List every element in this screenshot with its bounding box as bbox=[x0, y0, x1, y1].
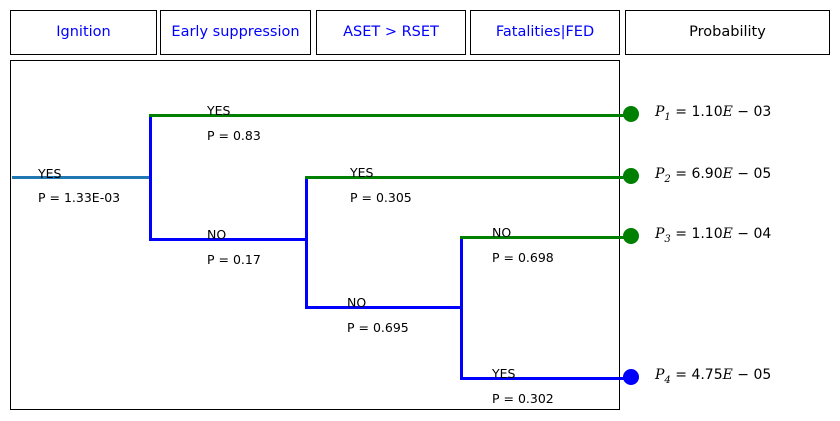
branch-line-early-suppression-no bbox=[149, 238, 305, 241]
outcome-p1-symbol: P bbox=[655, 104, 665, 121]
outcome-p3-dot bbox=[623, 228, 639, 244]
outcome-p1-label: P1 = 1.10E − 03 bbox=[655, 105, 771, 123]
outcome-p4-subscript: 4 bbox=[664, 374, 671, 386]
header-label: ASET > RSET bbox=[343, 23, 439, 40]
outcome-p1-dot bbox=[623, 106, 639, 122]
connector-aset-rset bbox=[460, 236, 463, 377]
branch-probability-aset-rset-no: P = 0.695 bbox=[347, 320, 409, 335]
outcome-p1-exponent: 03 bbox=[753, 104, 772, 121]
outcome-p2-subscript: 2 bbox=[664, 173, 671, 185]
branch-probability-early-suppression-no: P = 0.17 bbox=[207, 252, 261, 267]
header-box-3: ASET > RSET bbox=[316, 10, 466, 55]
header-label: Fatalities|FED bbox=[495, 23, 595, 40]
outcome-p1-exp-char: E bbox=[722, 104, 733, 121]
outcome-p4-exponent: 05 bbox=[753, 367, 772, 384]
branch-probability-ignition-yes: P = 1.33E-03 bbox=[38, 190, 121, 205]
header-label: Early suppression bbox=[171, 23, 300, 40]
connector-ignition bbox=[149, 114, 152, 238]
outcome-p3-mantissa: 1.10 bbox=[691, 226, 723, 243]
outcome-p2-label: P2 = 6.90E − 05 bbox=[655, 167, 771, 185]
branch-line-fatalities-no bbox=[460, 236, 631, 239]
outcome-p1-equals: = bbox=[670, 104, 692, 121]
branch-probability-fatalities-no: P = 0.698 bbox=[492, 250, 554, 265]
outcome-p1-subscript: 1 bbox=[664, 111, 671, 123]
outcome-p4-dot bbox=[623, 369, 639, 385]
outcome-p2-equals: = bbox=[670, 166, 692, 183]
outcome-p2-symbol: P bbox=[655, 166, 665, 183]
outcome-p2-exponent: 05 bbox=[753, 166, 772, 183]
branch-answer-ignition-yes: YES bbox=[38, 166, 62, 181]
branch-line-early-suppression-yes bbox=[149, 114, 631, 117]
outcome-p4-equals: = bbox=[670, 367, 692, 384]
branch-answer-aset-rset-yes: YES bbox=[350, 165, 374, 180]
branch-probability-aset-rset-yes: P = 0.305 bbox=[350, 190, 412, 205]
header-label: Ignition bbox=[56, 23, 111, 40]
header-label: Probability bbox=[689, 23, 766, 40]
header-box-4: Fatalities|FED bbox=[470, 10, 620, 55]
outcome-p3-exponent: 04 bbox=[753, 226, 772, 243]
outcome-p4-exp-char: E bbox=[722, 367, 733, 384]
outcome-p3-symbol: P bbox=[655, 226, 665, 243]
branch-probability-fatalities-yes: P = 0.302 bbox=[492, 391, 554, 406]
branch-probability-early-suppression-yes: P = 0.83 bbox=[207, 128, 261, 143]
branch-line-aset-rset-no bbox=[305, 306, 460, 309]
tree-frame bbox=[10, 60, 620, 410]
branch-answer-early-suppression-yes: YES bbox=[207, 103, 231, 118]
branch-answer-aset-rset-no: NO bbox=[347, 295, 367, 310]
branch-answer-early-suppression-no: NO bbox=[207, 227, 227, 242]
outcome-p3-equals: = bbox=[670, 226, 692, 243]
outcome-p3-exp-char: E bbox=[722, 226, 733, 243]
outcome-p1-mantissa: 1.10 bbox=[691, 104, 723, 121]
outcome-p3-label: P3 = 1.10E − 04 bbox=[655, 227, 771, 245]
outcome-p4-mantissa: 4.75 bbox=[691, 367, 723, 384]
branch-answer-fatalities-yes: YES bbox=[492, 366, 516, 381]
branch-line-fatalities-yes bbox=[460, 377, 631, 380]
outcome-p3-subscript: 3 bbox=[664, 233, 671, 245]
outcome-p2-sign: − bbox=[732, 166, 754, 183]
connector-early-suppression bbox=[305, 176, 308, 306]
outcome-p2-exp-char: E bbox=[722, 166, 733, 183]
branch-answer-fatalities-no: NO bbox=[492, 225, 512, 240]
branch-line-aset-rset-yes bbox=[305, 176, 631, 179]
outcome-p4-sign: − bbox=[732, 367, 754, 384]
outcome-p4-label: P4 = 4.75E − 05 bbox=[655, 368, 771, 386]
outcome-p4-symbol: P bbox=[655, 367, 665, 384]
header-box-2: Early suppression bbox=[160, 10, 311, 55]
branch-line-ignition-yes bbox=[12, 176, 149, 179]
header-box-5: Probability bbox=[625, 10, 830, 55]
outcome-p3-sign: − bbox=[732, 226, 754, 243]
header-box-1: Ignition bbox=[10, 10, 157, 55]
outcome-p2-dot bbox=[623, 168, 639, 184]
outcome-p1-sign: − bbox=[732, 104, 754, 121]
outcome-p2-mantissa: 6.90 bbox=[691, 166, 723, 183]
